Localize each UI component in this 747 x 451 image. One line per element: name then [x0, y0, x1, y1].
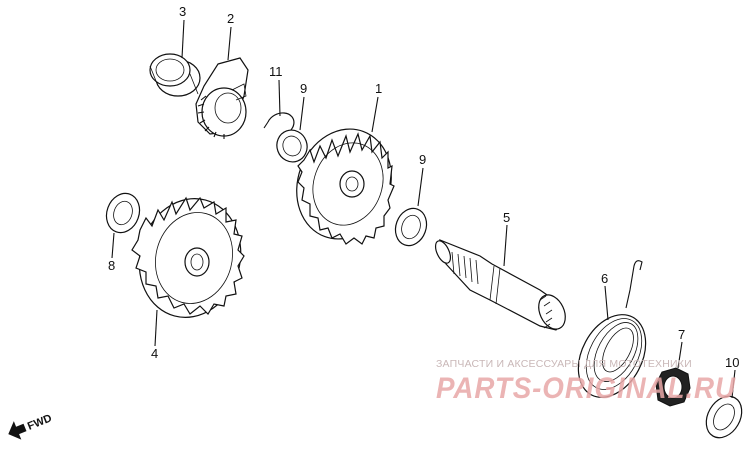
part-3-bushing [149, 53, 201, 97]
part-5-spindle [434, 239, 566, 331]
callout-7: 7 [678, 327, 685, 342]
callout-2: 2 [227, 11, 234, 26]
fwd-indicator: FWD [8, 412, 54, 440]
part-4-gear [131, 196, 245, 318]
callout-8: 8 [108, 258, 115, 273]
part-9-washer-upper [276, 129, 308, 163]
part-6-spring [577, 260, 647, 398]
part-9-washer-lower [394, 207, 428, 247]
callout-9-lower: 9 [419, 152, 426, 167]
part-1-gear [296, 128, 395, 245]
callout-9-upper: 9 [300, 81, 307, 96]
callout-10: 10 [725, 355, 739, 370]
part-7-nut [655, 367, 691, 407]
watermark: ЗАПЧАСТИ И АКСЕССУАРЫ ДЛЯ МОТОТЕХНИКИ PA… [436, 358, 736, 405]
leader-lines [111, 19, 736, 399]
callout-6: 6 [601, 271, 608, 286]
callout-5: 5 [503, 210, 510, 225]
callout-11: 11 [269, 64, 283, 79]
fwd-label: FWD [26, 412, 54, 433]
callout-3: 3 [179, 4, 186, 19]
callout-labels: 3 2 11 9 1 9 5 6 7 10 8 4 [108, 4, 739, 370]
callout-4: 4 [151, 346, 158, 361]
part-2-ratchet [195, 57, 249, 139]
fwd-arrow-icon [8, 421, 27, 440]
callout-1: 1 [375, 81, 382, 96]
watermark-logo: PARTS-ORIGINAL.RU [436, 372, 736, 405]
part-8-washer [105, 192, 141, 234]
part-10-washer [705, 395, 743, 439]
watermark-caption: ЗАПЧАСТИ И АКСЕССУАРЫ ДЛЯ МОТОТЕХНИКИ [436, 358, 692, 370]
